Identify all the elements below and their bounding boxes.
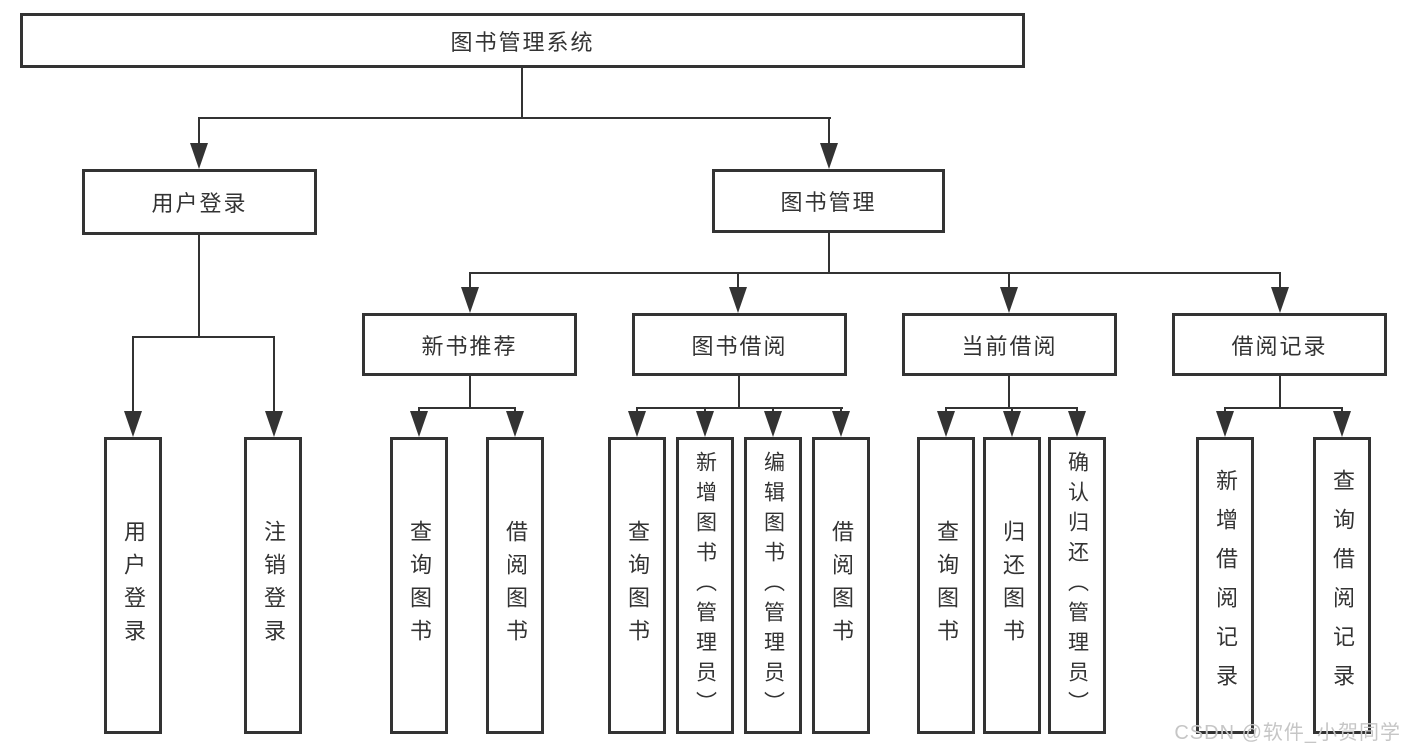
connector-shaft xyxy=(828,117,830,147)
leaf-label: 借阅图书 xyxy=(829,519,854,652)
connector-root-rail xyxy=(198,117,831,119)
leaf-label: 确认归还（管理员） xyxy=(1065,450,1089,721)
leaf-label: 归还图书 xyxy=(1000,519,1025,652)
node-label: 借阅记录 xyxy=(1231,333,1328,359)
connector-rail xyxy=(418,407,516,409)
arrow-down-icon xyxy=(124,411,142,437)
node-label: 图书管理 xyxy=(780,190,877,215)
node-current-borrowing: 当前借阅 xyxy=(902,313,1117,376)
leaf-edit-book-admin: 编辑图书（管理员） xyxy=(744,437,802,734)
arrow-down-icon xyxy=(1003,411,1021,437)
connector-login-drop xyxy=(198,233,200,338)
connector-shaft xyxy=(132,336,134,413)
arrow-down-icon xyxy=(461,287,479,313)
node-user-login: 用户登录 xyxy=(82,169,317,235)
leaf-borrow-books-recommend: 借阅图书 xyxy=(486,437,544,734)
node-label: 新书推荐 xyxy=(421,333,518,359)
arrow-down-icon xyxy=(696,411,714,437)
leaf-add-book-admin: 新增图书（管理员） xyxy=(676,437,734,734)
arrow-down-icon xyxy=(1068,411,1086,437)
arrow-down-icon xyxy=(1333,411,1351,437)
leaf-query-books-recommend: 查询图书 xyxy=(390,437,448,734)
arrow-down-icon xyxy=(764,411,782,437)
arrow-down-icon xyxy=(1271,287,1289,313)
connector-shaft xyxy=(737,272,739,289)
node-new-book-recommend: 新书推荐 xyxy=(362,313,577,376)
connector-shaft xyxy=(1008,272,1010,289)
connector-rail xyxy=(1224,407,1343,409)
leaf-logout: 注销登录 xyxy=(244,437,302,734)
node-book-borrowing: 图书借阅 xyxy=(632,313,847,376)
connector-drop xyxy=(469,374,471,409)
leaf-label: 查询图书 xyxy=(407,519,432,652)
connector-drop xyxy=(1008,374,1010,409)
arrow-down-icon xyxy=(506,411,524,437)
connector-root-drop xyxy=(521,66,523,119)
node-label: 用户登录 xyxy=(151,191,248,216)
connector-drop xyxy=(1279,374,1281,409)
leaf-add-borrow-record: 新增借阅记录 xyxy=(1196,437,1254,734)
arrow-down-icon xyxy=(190,143,208,169)
connector-mgmt-rail xyxy=(469,272,1281,274)
connector-rail xyxy=(636,407,843,409)
leaf-label: 用户登录 xyxy=(121,519,146,652)
leaf-label: 查询图书 xyxy=(625,519,650,652)
node-book-management: 图书管理 xyxy=(712,169,945,233)
arrow-down-icon xyxy=(628,411,646,437)
node-label: 图书借阅 xyxy=(691,333,788,359)
arrow-down-icon xyxy=(937,411,955,437)
connector-mgmt-drop xyxy=(828,231,830,274)
leaf-label: 新增借阅记录 xyxy=(1213,468,1238,703)
connector-shaft xyxy=(198,117,200,147)
connector-drop xyxy=(738,374,740,409)
node-library-management-system: 图书管理系统 xyxy=(20,13,1025,68)
leaf-label: 查询借阅记录 xyxy=(1330,468,1355,703)
leaf-confirm-return-admin: 确认归还（管理员） xyxy=(1048,437,1106,734)
connector-login-rail xyxy=(132,336,275,338)
leaf-label: 借阅图书 xyxy=(503,519,528,652)
arrow-down-icon xyxy=(1000,287,1018,313)
connector-shaft xyxy=(1279,272,1281,289)
leaf-label: 查询图书 xyxy=(934,519,959,652)
leaf-query-borrow-record: 查询借阅记录 xyxy=(1313,437,1371,734)
arrow-down-icon xyxy=(1216,411,1234,437)
leaf-label: 注销登录 xyxy=(261,519,286,652)
arrow-down-icon xyxy=(729,287,747,313)
arrow-down-icon xyxy=(820,143,838,169)
arrow-down-icon xyxy=(265,411,283,437)
connector-shaft xyxy=(273,336,275,413)
leaf-label: 编辑图书（管理员） xyxy=(761,450,785,721)
connector-shaft xyxy=(469,272,471,289)
node-borrow-records: 借阅记录 xyxy=(1172,313,1387,376)
leaf-return-book: 归还图书 xyxy=(983,437,1041,734)
arrow-down-icon xyxy=(410,411,428,437)
leaf-query-books-borrow: 查询图书 xyxy=(608,437,666,734)
leaf-borrow-books: 借阅图书 xyxy=(812,437,870,734)
node-label: 当前借阅 xyxy=(961,333,1058,359)
leaf-query-books-current: 查询图书 xyxy=(917,437,975,734)
csdn-watermark: CSDN @软件_小贺同学 xyxy=(1174,722,1401,744)
leaf-label: 新增图书（管理员） xyxy=(693,450,717,721)
arrow-down-icon xyxy=(832,411,850,437)
leaf-user-login: 用户登录 xyxy=(104,437,162,734)
node-label: 图书管理系统 xyxy=(450,29,595,55)
